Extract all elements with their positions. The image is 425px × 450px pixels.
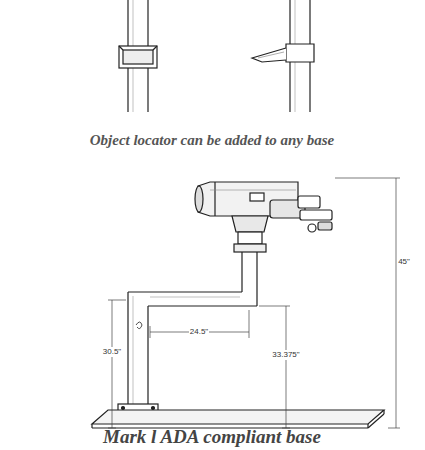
ada-base-stand bbox=[92, 252, 384, 428]
dimension-label: 24.5" bbox=[189, 327, 209, 337]
dimension-label: 33.375" bbox=[271, 350, 300, 360]
caption: Mark l ADA compliant base bbox=[103, 426, 321, 448]
dimension-label: 30.5" bbox=[102, 347, 122, 357]
pole-sketch-right bbox=[252, 0, 314, 112]
dimension-lines bbox=[108, 178, 400, 428]
locator-note: Object locator can be added to any base bbox=[90, 132, 335, 149]
dimension-label: 45" bbox=[397, 257, 411, 267]
pole-sketch-left bbox=[119, 0, 157, 112]
binocular-viewer bbox=[195, 182, 332, 252]
